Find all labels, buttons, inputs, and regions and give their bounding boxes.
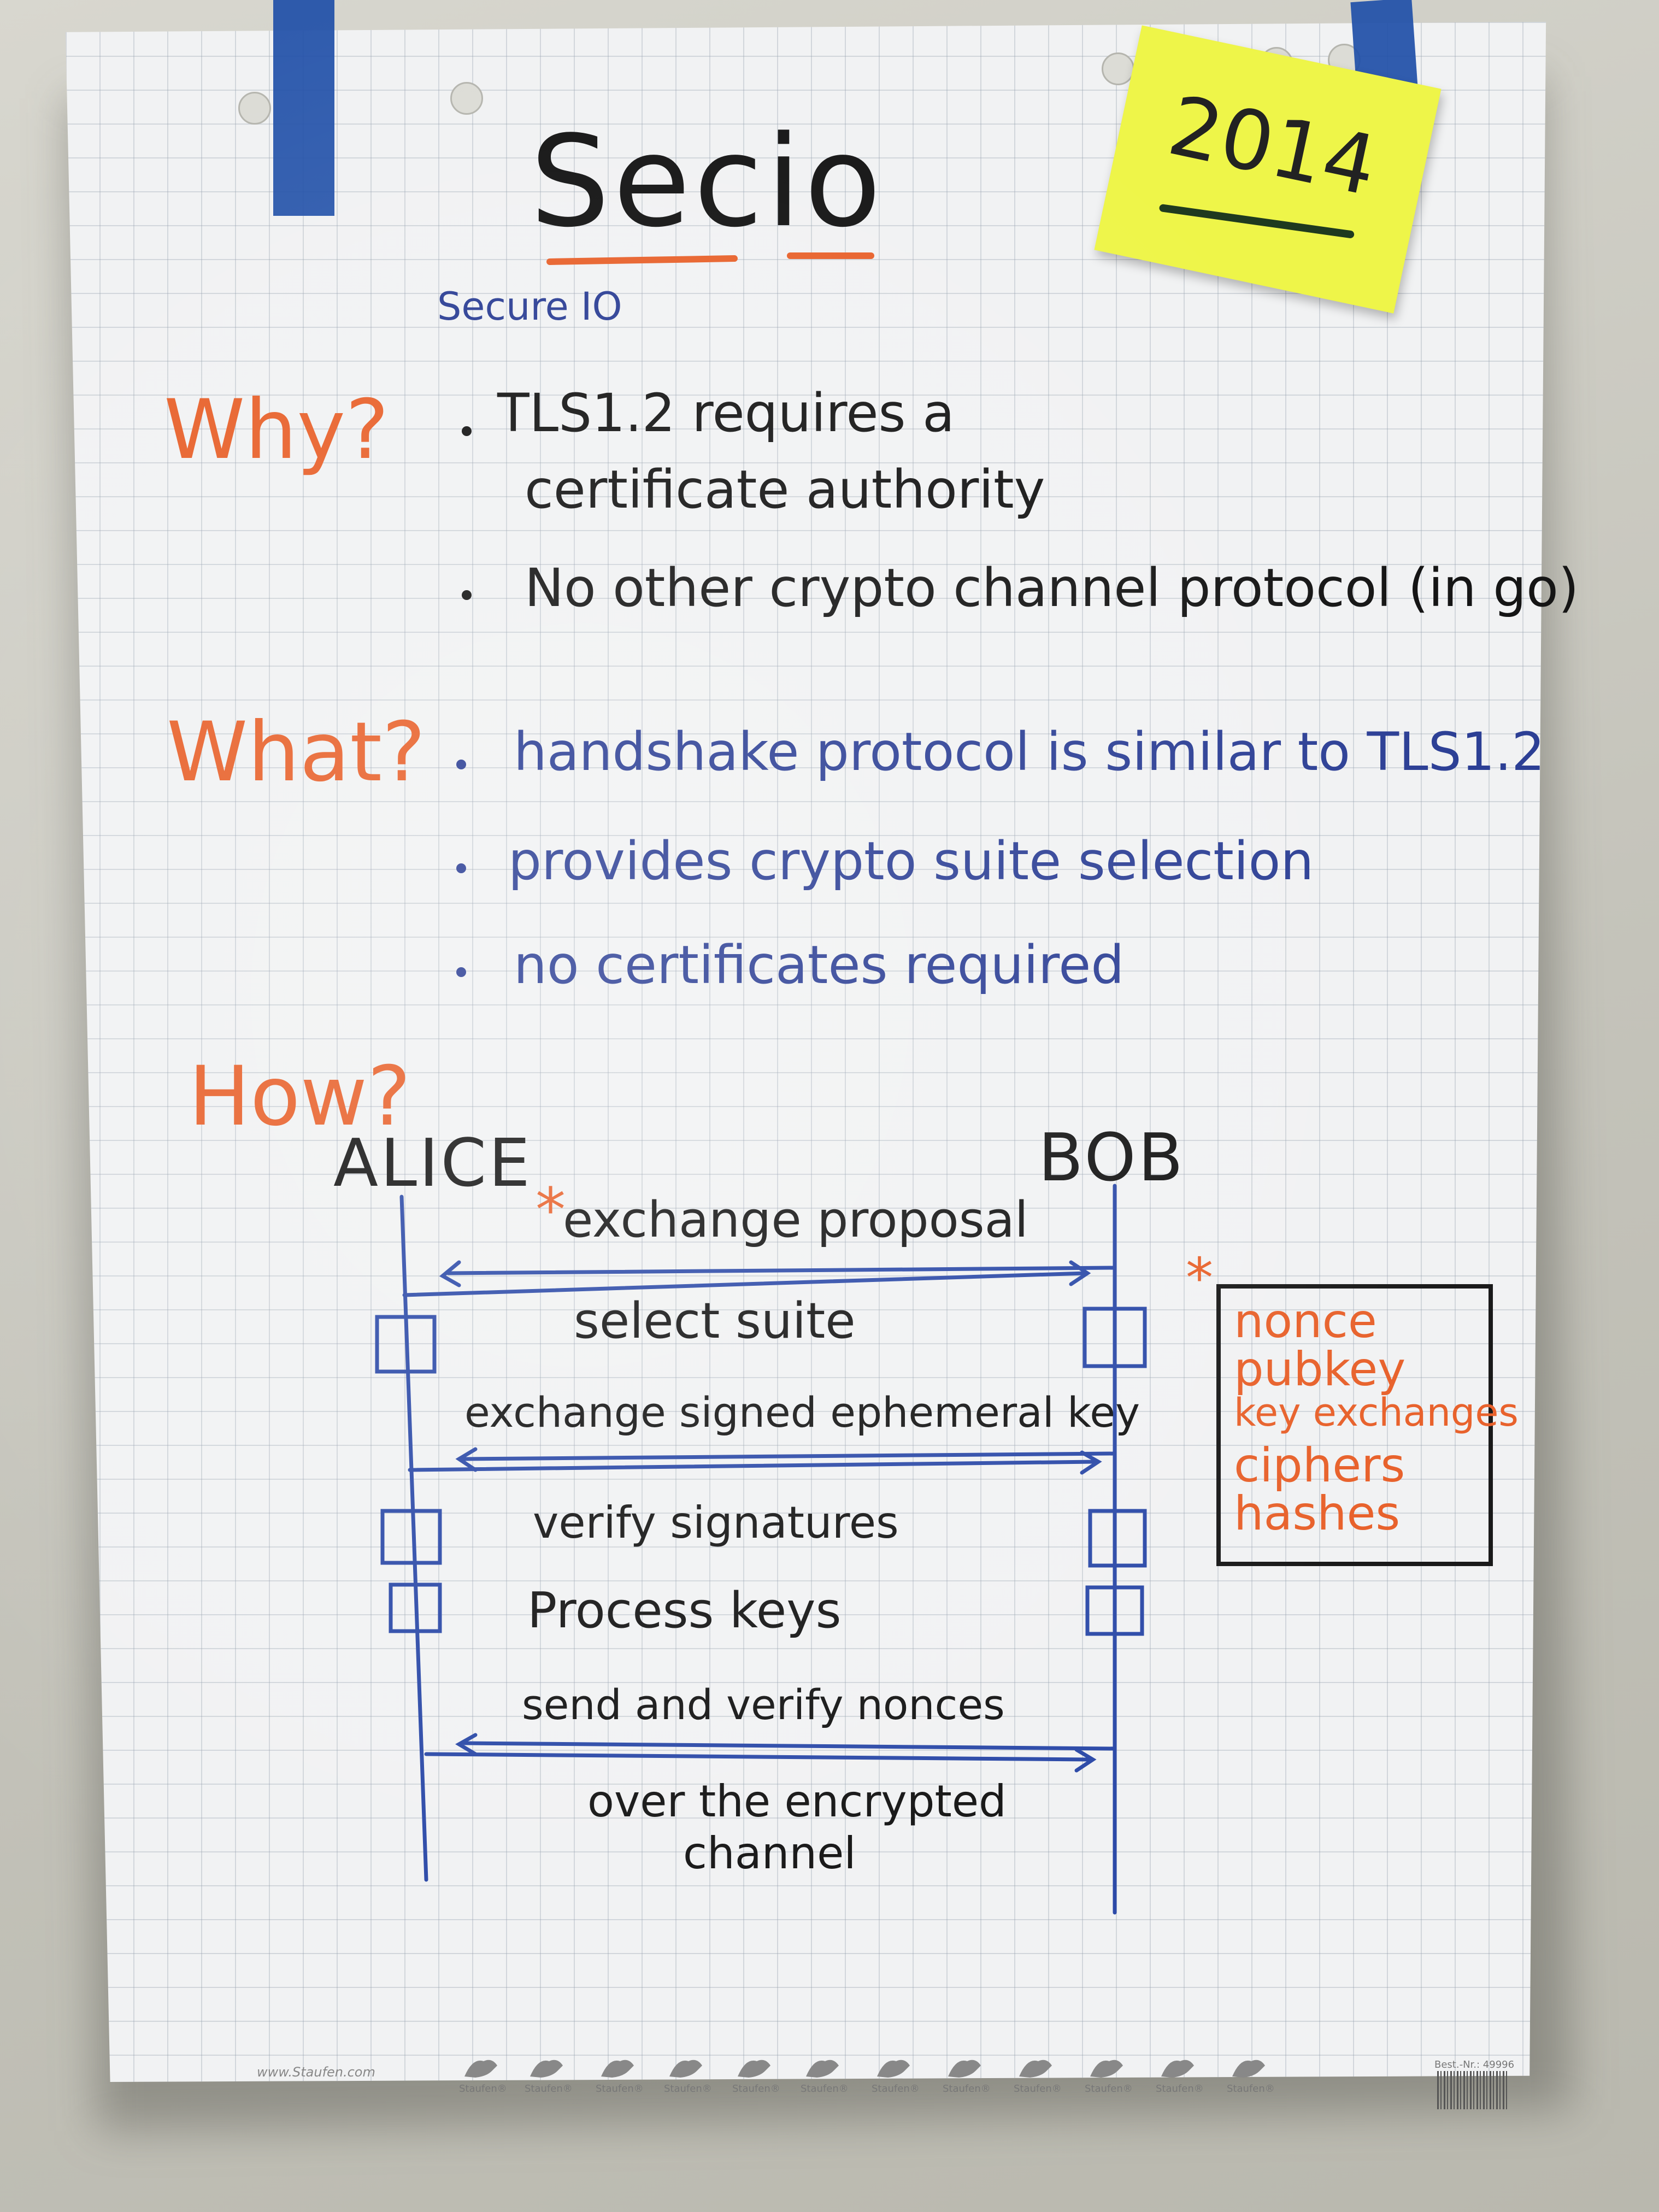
horse-icon: [948, 2060, 981, 2078]
alice-label: ALICE: [333, 1126, 532, 1202]
bullet-dot: [456, 760, 466, 769]
brand-logo: Staufen®: [943, 2055, 991, 2095]
horse-icon: [1090, 2060, 1123, 2078]
article-number: Best.-Nr.: 49996: [1434, 2059, 1515, 2070]
bullet-dot: [462, 426, 472, 436]
brand-logo: Staufen®: [732, 2055, 780, 2095]
message-exchange-signed-key: exchange signed ephemeral key: [464, 1388, 1140, 1437]
message-verify-signatures: verify signatures: [533, 1497, 899, 1548]
bob-label: BOB: [1038, 1120, 1185, 1196]
brand-logo: Staufen®: [459, 2055, 507, 2095]
brand-logo: Staufen®: [596, 2055, 644, 2095]
activation-box: [1088, 1509, 1147, 1568]
arrow-line: [462, 1451, 1117, 1461]
brand-logo: Staufen®: [801, 2055, 849, 2095]
binder-hole: [238, 92, 271, 125]
legend-item-ciphers: ciphers: [1234, 1438, 1405, 1493]
why-heading: Why?: [164, 383, 389, 478]
horse-icon: [877, 2060, 910, 2078]
why-bullet-1-continued: certificate authority: [525, 459, 1045, 520]
message-send-verify-nonces: send and verify nonces: [522, 1680, 1005, 1729]
horse-icon: [1232, 2060, 1265, 2078]
brand-logo: Staufen®: [1156, 2055, 1204, 2095]
horse-icon: [1161, 2060, 1194, 2078]
arrow-line: [402, 1271, 1087, 1297]
horse-icon: [530, 2060, 563, 2078]
activation-box: [389, 1582, 442, 1633]
message-channel: channel: [683, 1828, 856, 1879]
brand-logo: Staufen®: [1227, 2055, 1275, 2095]
page-title: Secio: [530, 109, 885, 255]
legend-star-icon: *: [1186, 1246, 1213, 1310]
arrow-head: [439, 1260, 461, 1287]
how-heading: How?: [189, 1049, 411, 1144]
arrow-line: [408, 1460, 1098, 1472]
arrow-head: [1069, 1260, 1091, 1286]
what-bullet-2: provides crypto suite selection: [508, 831, 1314, 892]
activation-box: [380, 1509, 442, 1565]
horse-icon: [738, 2060, 770, 2078]
blue-tape-left: [273, 0, 334, 216]
message-over-encrypted: over the encrypted: [587, 1776, 1007, 1827]
legend-item-pubkey: pubkey: [1234, 1342, 1406, 1397]
message-select-suite: select suite: [574, 1292, 856, 1350]
barcode: [1437, 2071, 1508, 2109]
brand-logo: Staufen®: [664, 2055, 712, 2095]
footer-url: www.Staufen.com: [257, 2064, 375, 2080]
bullet-dot: [456, 863, 466, 873]
what-heading: What?: [167, 705, 426, 800]
message-process-keys: Process keys: [527, 1582, 842, 1639]
message-exchange-proposal: exchange proposal: [563, 1191, 1028, 1249]
arrow-head: [455, 1733, 478, 1756]
activation-box: [375, 1315, 437, 1374]
arrow-line: [462, 1741, 1117, 1751]
why-bullet-2: No other crypto channel protocol (in go): [525, 557, 1579, 619]
arrow-line: [424, 1752, 1092, 1762]
arrow-head: [1074, 1748, 1097, 1773]
activation-box: [1085, 1585, 1144, 1636]
why-bullet-1: TLS1.2 requires a: [497, 383, 955, 444]
horse-icon: [806, 2060, 839, 2078]
horse-icon: [601, 2060, 634, 2078]
arrow-line: [446, 1266, 1117, 1275]
proposal-star-icon: *: [536, 1175, 566, 1245]
arrow-head: [455, 1447, 478, 1472]
alice-lifeline: [399, 1195, 428, 1882]
horse-icon: [1019, 2060, 1052, 2078]
bullet-dot: [456, 967, 466, 977]
what-bullet-1: handshake protocol is similar to TLS1.2: [514, 721, 1545, 783]
brand-logo: Staufen®: [872, 2055, 920, 2095]
brand-logo: Staufen®: [1014, 2055, 1062, 2095]
activation-box: [1083, 1307, 1147, 1368]
legend-item-hashes: hashes: [1234, 1486, 1401, 1541]
legend-item-key-exchanges: key exchanges: [1234, 1390, 1519, 1435]
title-underline: [787, 252, 874, 259]
flipchart-sheet: [66, 22, 1546, 2082]
horse-icon: [464, 2060, 497, 2078]
brand-logo: Staufen®: [1085, 2055, 1133, 2095]
legend-item-nonce: nonce: [1234, 1294, 1377, 1349]
brand-logo: Staufen®: [525, 2055, 573, 2095]
binder-hole: [450, 82, 483, 115]
bullet-dot: [462, 590, 472, 600]
proposal-contents-box: nonce pubkey key exchanges ciphers hashe…: [1216, 1284, 1519, 1566]
page-subtitle: Secure IO: [437, 284, 622, 329]
what-bullet-3: no certificates required: [514, 934, 1125, 996]
horse-icon: [669, 2060, 702, 2078]
